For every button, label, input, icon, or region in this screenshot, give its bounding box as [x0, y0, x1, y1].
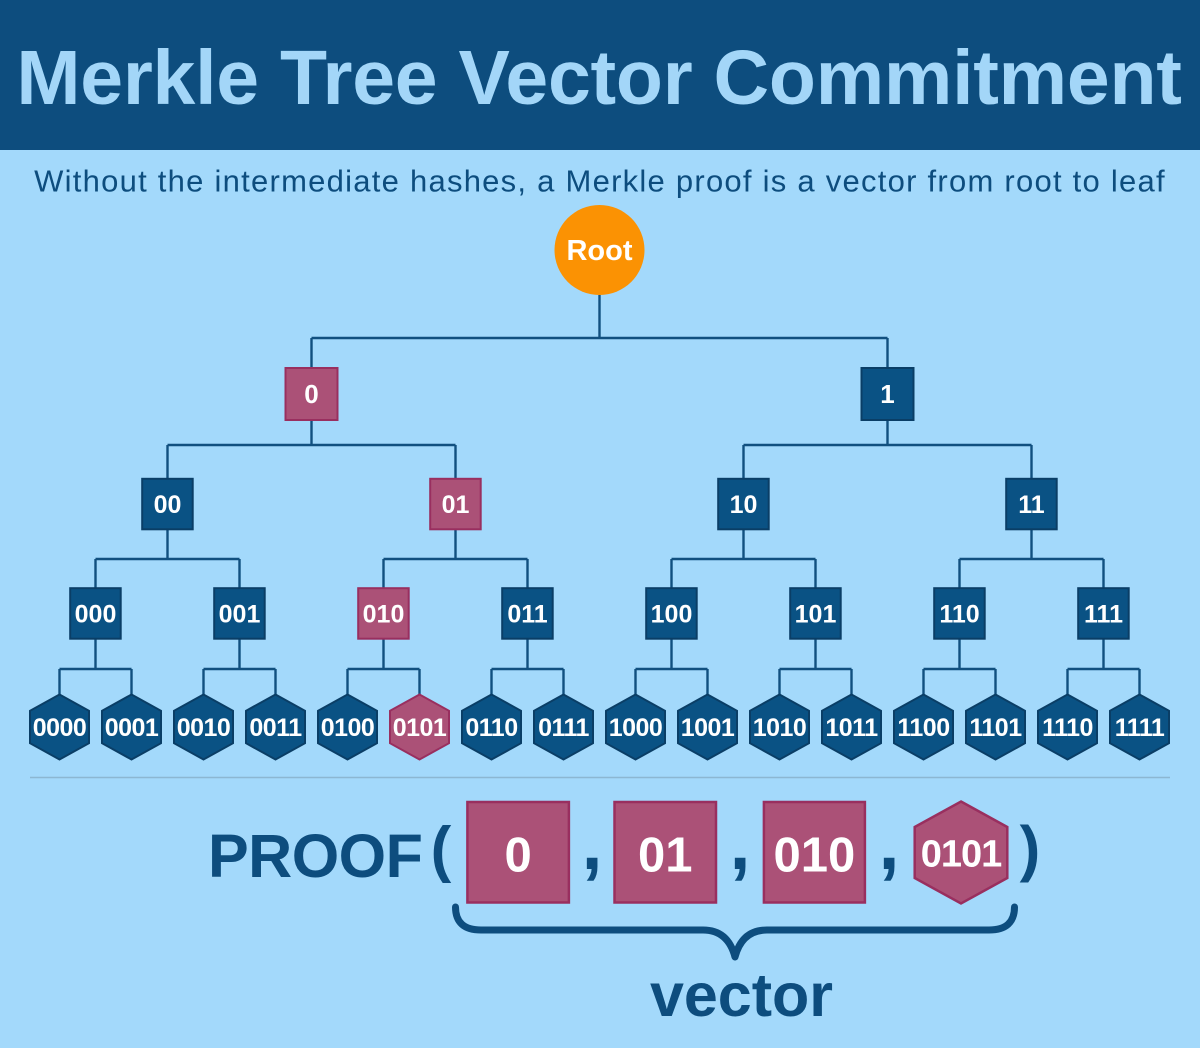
- svg-text:Merkle Tree Vector Commitment: Merkle Tree Vector Commitment: [16, 35, 1181, 121]
- svg-text:0100: 0100: [321, 714, 375, 742]
- svg-text:0111: 0111: [538, 714, 589, 742]
- svg-text:Without the intermediate hashe: Without the intermediate hashes, a Merkl…: [34, 164, 1166, 199]
- svg-text:0: 0: [304, 379, 318, 409]
- svg-text:001: 001: [219, 600, 261, 628]
- svg-text:1100: 1100: [897, 714, 949, 742]
- svg-text:1: 1: [880, 379, 894, 409]
- svg-text:0011: 0011: [249, 714, 302, 742]
- svg-text:01: 01: [638, 829, 693, 883]
- svg-text:10: 10: [730, 491, 758, 519]
- svg-text:,: ,: [879, 801, 900, 885]
- svg-text:110: 110: [939, 600, 979, 628]
- svg-text:101: 101: [795, 600, 837, 628]
- svg-text:100: 100: [651, 600, 693, 628]
- svg-text:0010: 0010: [177, 714, 231, 742]
- svg-text:01: 01: [442, 491, 470, 519]
- svg-text:1011: 1011: [825, 714, 878, 742]
- svg-text:0101: 0101: [393, 714, 447, 742]
- svg-text:,: ,: [582, 801, 603, 885]
- svg-text:PROOF: PROOF: [208, 822, 422, 890]
- svg-text:0: 0: [504, 829, 531, 883]
- svg-text:011: 011: [507, 600, 547, 628]
- svg-text:111: 111: [1084, 600, 1123, 628]
- svg-text:0101: 0101: [921, 834, 1002, 876]
- svg-text:0001: 0001: [105, 714, 159, 742]
- svg-text:1000: 1000: [609, 714, 663, 742]
- svg-text:0000: 0000: [33, 714, 87, 742]
- svg-text:1110: 1110: [1042, 714, 1093, 742]
- svg-text:010: 010: [774, 829, 856, 883]
- svg-text:vector: vector: [650, 961, 833, 1029]
- svg-text:11: 11: [1018, 491, 1045, 519]
- svg-text:(: (: [431, 815, 452, 884]
- svg-text:1111: 1111: [1115, 714, 1165, 742]
- svg-text:00: 00: [154, 491, 182, 519]
- svg-text:1010: 1010: [753, 714, 807, 742]
- svg-text:): ): [1020, 815, 1041, 884]
- svg-text:Root: Root: [566, 235, 632, 267]
- svg-text:,: ,: [730, 801, 751, 885]
- svg-text:010: 010: [363, 600, 405, 628]
- svg-text:0110: 0110: [465, 714, 517, 742]
- svg-text:000: 000: [75, 600, 117, 628]
- svg-text:1101: 1101: [969, 714, 1022, 742]
- svg-text:1001: 1001: [681, 714, 735, 742]
